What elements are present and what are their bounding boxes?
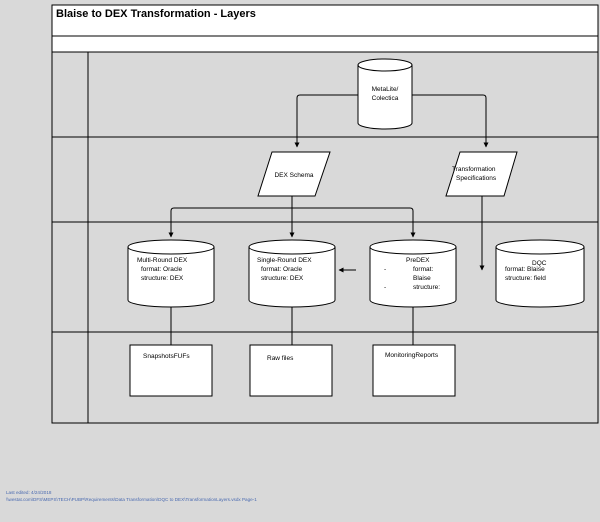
connectors bbox=[168, 94, 489, 345]
monitoring-box: MonitoringReports bbox=[372, 344, 456, 397]
colectica-label: Colectica bbox=[372, 95, 399, 102]
snapshots-label: SnapshotsFUFs bbox=[143, 353, 190, 360]
predex-format-label: format: bbox=[413, 266, 433, 273]
connector-dex-schema-to-multi-round bbox=[168, 207, 292, 238]
dqc-title: DQC bbox=[532, 260, 547, 267]
predex-bullet-format: - bbox=[384, 266, 386, 273]
multi-round-title: Multi-Round DEX bbox=[137, 257, 188, 264]
transformation-label: Transformation bbox=[452, 166, 496, 173]
transformation-specs-data-shape: Transformation Specifications bbox=[445, 151, 518, 197]
connector-metalite-to-dex-schema bbox=[294, 94, 358, 148]
monitoring-label: MonitoringReports bbox=[385, 352, 439, 359]
dex-schema-label: DEX Schema bbox=[274, 172, 313, 179]
metalite-label: MetaLite/ bbox=[372, 86, 399, 93]
last-edited-text: Last edited: 4/24/2018 bbox=[6, 490, 52, 495]
single-round-title: Single-Round DEX bbox=[257, 257, 312, 264]
dqc-format: format: Blaise bbox=[505, 266, 545, 273]
predex-structure-label: structure: bbox=[413, 284, 440, 291]
predex-title: PreDEX bbox=[406, 257, 430, 264]
predex-bullet-structure: - bbox=[384, 284, 386, 291]
single-round-dex-cylinder: Single-Round DEX format: Oracle structur… bbox=[248, 239, 336, 308]
diagram-title: Blaise to DEX Transformation - Layers bbox=[56, 8, 256, 20]
single-round-structure: structure: DEX bbox=[261, 275, 304, 282]
specifications-label: Specifications bbox=[456, 175, 497, 182]
raw-files-box: Raw files bbox=[249, 344, 333, 397]
header-band bbox=[51, 35, 599, 53]
title-bar bbox=[51, 4, 599, 37]
dqc-structure: structure: field bbox=[505, 275, 546, 282]
multi-round-format: format: Oracle bbox=[141, 266, 183, 273]
metalite-colectica-cylinder: MetaLite/ Colectica bbox=[357, 58, 413, 130]
predex-cylinder: PreDEX - format: Blaise - structure: bbox=[369, 239, 457, 308]
connector-metalite-to-transformation-specs bbox=[412, 94, 489, 148]
multi-round-structure: structure: DEX bbox=[141, 275, 184, 282]
multi-round-dex-cylinder: Multi-Round DEX format: Oracle structure… bbox=[127, 239, 215, 308]
dex-schema-data-shape: DEX Schema bbox=[257, 151, 331, 197]
file-path-text: \\westat.com\DFS\MEPS\TECH\PUBP\Requirem… bbox=[6, 497, 257, 502]
connector-dex-schema-to-predex bbox=[292, 207, 416, 238]
predex-format-value: Blaise bbox=[413, 275, 431, 282]
snapshots-box: SnapshotsFUFs bbox=[129, 344, 213, 397]
raw-files-label: Raw files bbox=[267, 355, 294, 362]
dqc-cylinder: DQC format: Blaise structure: field bbox=[495, 239, 585, 308]
single-round-format: format: Oracle bbox=[261, 266, 303, 273]
